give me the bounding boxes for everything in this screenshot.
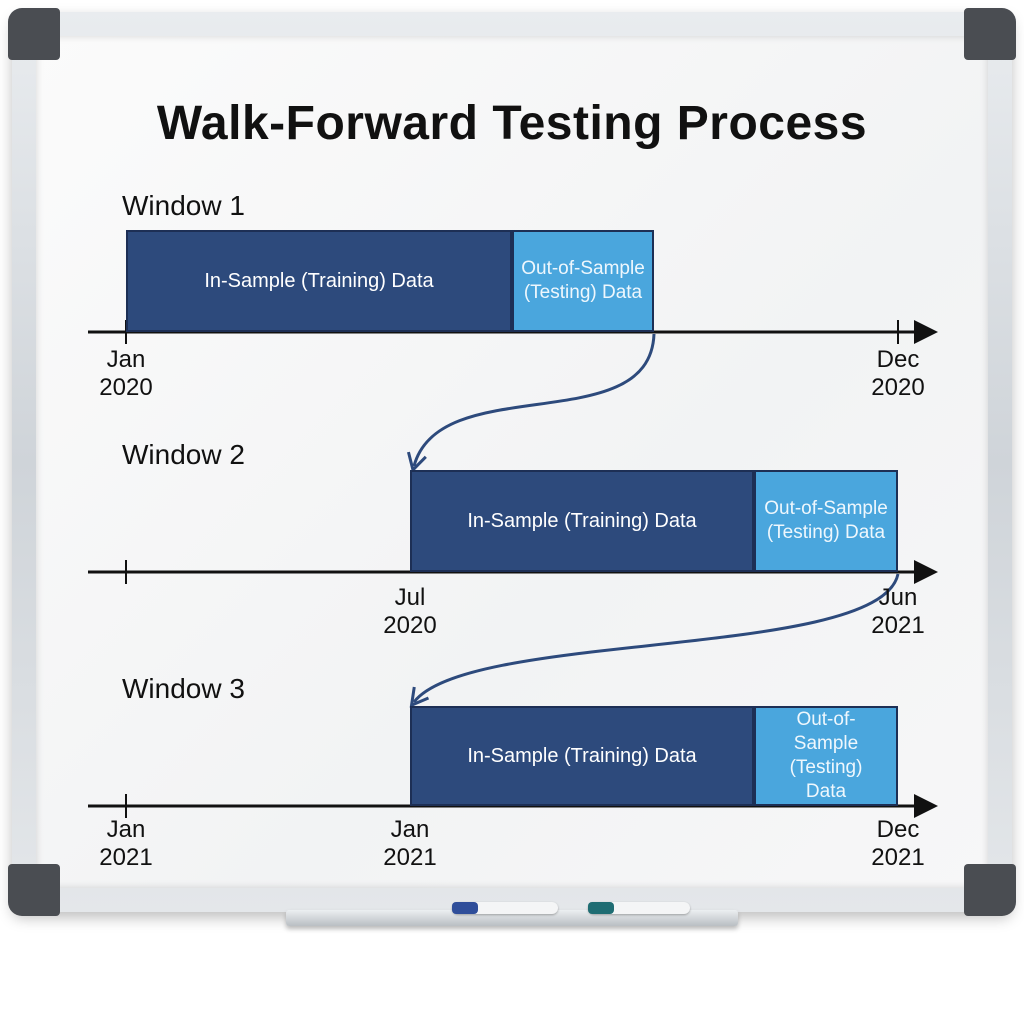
tick-year: 2021 xyxy=(871,612,925,639)
window-1-start-tick-label: Jan 2020 xyxy=(76,346,176,402)
window-2-label: Window 2 xyxy=(122,439,245,470)
tick-month: Jan xyxy=(106,816,146,843)
tick-month: Dec xyxy=(876,816,920,843)
tick-year: 2021 xyxy=(871,844,925,871)
axis-arrow-window-1 xyxy=(914,320,938,344)
corner-cap-top-right xyxy=(964,8,1016,60)
tick-year: 2020 xyxy=(871,374,925,401)
window-3-label: Window 3 xyxy=(122,673,245,704)
marker-tray xyxy=(286,910,738,926)
corner-cap-top-left xyxy=(8,8,60,60)
axis-arrow-window-3 xyxy=(914,794,938,818)
axis-arrow-window-2 xyxy=(914,560,938,584)
tick-month: Dec xyxy=(876,346,920,373)
connector-arrow-window-2-to-3 xyxy=(409,573,900,708)
teal-marker xyxy=(588,902,690,914)
teal-marker-cap xyxy=(588,902,614,914)
window-1-out-sample-block: Out-of-Sample (Testing) Data xyxy=(512,230,654,332)
tick-year: 2021 xyxy=(383,844,437,871)
window-2-in-sample-block: In-Sample (Training) Data xyxy=(410,470,754,572)
tick-year: 2021 xyxy=(99,844,153,871)
connector-arrow-window-1-to-2 xyxy=(407,333,656,473)
window-3-mid-tick-label: Jan 2021 xyxy=(360,816,460,872)
tick-year: 2020 xyxy=(383,612,437,639)
window-2-start-tick-label: Jul 2020 xyxy=(360,584,460,640)
window-3-in-sample-block: In-Sample (Training) Data xyxy=(410,706,754,806)
diagram-title: Walk-Forward Testing Process xyxy=(156,97,868,150)
window-2-out-sample-block: Out-of-Sample (Testing) Data xyxy=(754,470,898,572)
window-2-end-tick-label: Jun 2021 xyxy=(848,584,948,640)
tick-month: Jan xyxy=(106,346,146,373)
window-3-out-sample-block: Out-of-Sample (Testing) Data xyxy=(754,706,898,806)
tick-month: Jul xyxy=(394,584,426,611)
tick-month: Jan xyxy=(390,816,430,843)
window-1-label: Window 1 xyxy=(122,190,245,221)
corner-cap-bottom-left xyxy=(8,864,60,916)
window-3-end-tick-label: Dec 2021 xyxy=(848,816,948,872)
window-1-in-sample-block: In-Sample (Training) Data xyxy=(126,230,512,332)
corner-cap-bottom-right xyxy=(964,864,1016,916)
window-3-start-tick-label: Jan 2021 xyxy=(76,816,176,872)
window-1-end-tick-label: Dec 2020 xyxy=(848,346,948,402)
tick-month: Jun xyxy=(878,584,918,611)
tick-year: 2020 xyxy=(99,374,153,401)
blue-marker-cap xyxy=(452,902,478,914)
blue-marker xyxy=(452,902,558,914)
